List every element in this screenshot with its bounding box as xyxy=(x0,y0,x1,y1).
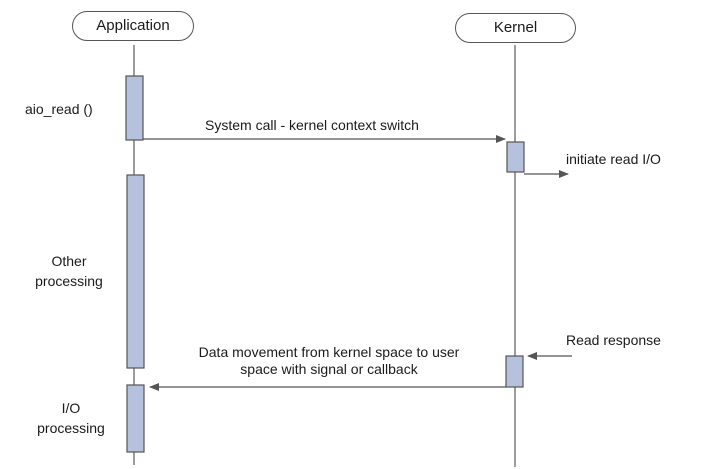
system-call-label: System call - kernel context switch xyxy=(205,117,419,133)
other-processing-label: Other processing xyxy=(22,253,116,290)
application-header: Application xyxy=(72,11,194,41)
application-activation-io-processing xyxy=(126,384,145,453)
other-processing-line-2: processing xyxy=(35,273,103,289)
data-movement-line-1: Data movement from kernel space to user xyxy=(198,344,460,360)
data-movement-line-2: space with signal or callback xyxy=(240,361,418,377)
read-response-label: Read response xyxy=(566,332,661,348)
application-activation-other-processing xyxy=(126,174,145,369)
aio-read-label: aio_read () xyxy=(25,101,93,117)
io-processing-line-1: I/O xyxy=(61,400,81,416)
io-processing-label: I/O processing xyxy=(24,400,118,437)
kernel-header: Kernel xyxy=(455,13,576,43)
kernel-activation-initiate xyxy=(506,141,525,173)
io-processing-line-2: processing xyxy=(37,420,105,436)
other-processing-line-1: Other xyxy=(51,253,87,269)
initiate-read-label: initiate read I/O xyxy=(566,151,661,167)
kernel-header-label: Kernel xyxy=(493,19,538,36)
application-activation-aio-read xyxy=(125,75,144,141)
kernel-activation-response xyxy=(505,355,524,388)
data-movement-label: Data movement from kernel space to user … xyxy=(170,344,488,378)
application-header-label: Application xyxy=(96,17,170,34)
